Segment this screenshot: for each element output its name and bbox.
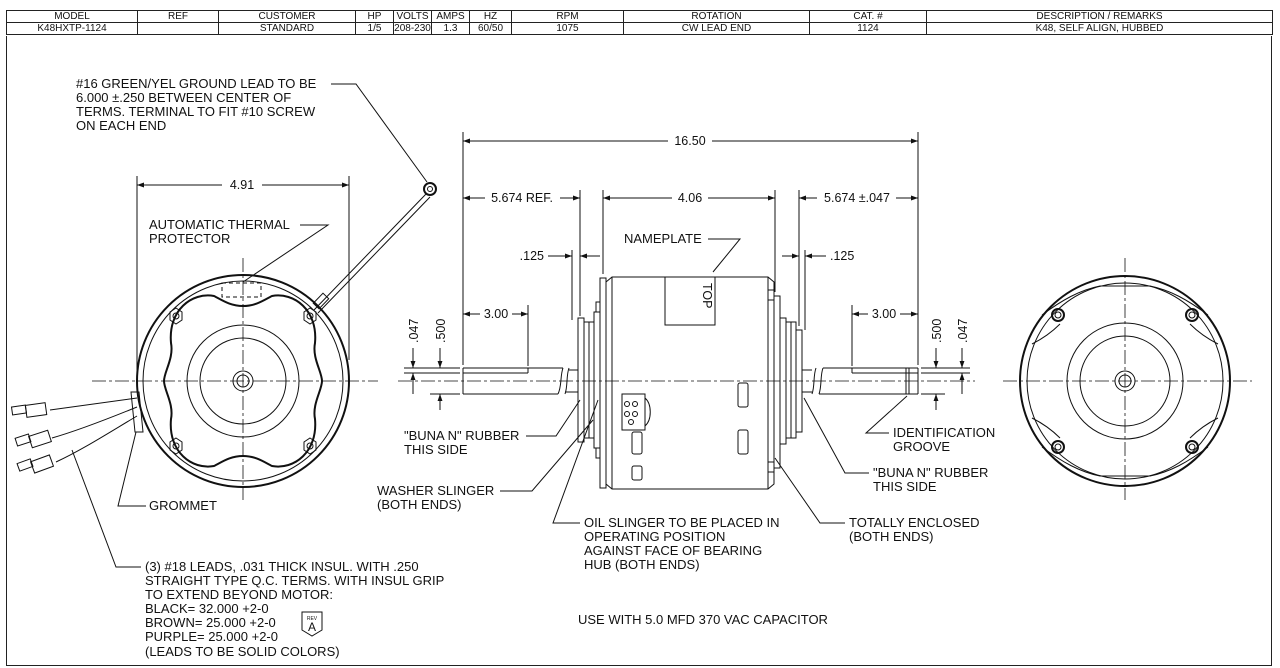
- totally-enclosed-note: TOTALLY ENCLOSED (BOTH ENDS): [774, 457, 980, 544]
- right-shaft: [802, 367, 919, 395]
- washer-slinger-note: WASHER SLINGER (BOTH ENDS): [377, 419, 594, 512]
- terminal-3: [16, 454, 55, 474]
- ground-lead-note-line-3: TERMS. TERMINAL TO FIT #10 SCREW: [76, 104, 316, 119]
- oil-slinger-line-1: OIL SLINGER TO BE PLACED IN: [584, 515, 780, 530]
- buna-left-line-1: "BUNA N" RUBBER: [404, 428, 519, 443]
- thermal-protector-outline: [221, 282, 262, 298]
- nameplate-note: NAMEPLATE: [624, 231, 742, 273]
- oil-slinger-line-3: AGAINST FACE OF BEARING: [584, 543, 762, 558]
- spec-value-row: K48HXTP-1124 STANDARD 1/5 208-230 1.3 60…: [6, 22, 1273, 35]
- left-shaft: [462, 367, 578, 395]
- thermal-protector-line-2: PROTECTOR: [149, 231, 230, 246]
- grommet-label: GROMMET: [149, 498, 217, 513]
- value-hz: 60/50: [469, 22, 512, 35]
- dim-right-shaft-dia: .500: [930, 319, 944, 343]
- dim-right-flat: 3.00: [872, 307, 896, 321]
- revision-label: REV: [307, 616, 318, 622]
- dim-right-step: .125: [830, 249, 854, 263]
- dim-left-step: .125: [520, 249, 544, 263]
- left-end-view: 4.91: [10, 176, 437, 500]
- thermal-protector-line-1: AUTOMATIC THERMAL: [149, 217, 290, 232]
- dim-right-shaft: 5.674 ±.047: [824, 191, 890, 205]
- buna-right-line-2: THIS SIDE: [873, 479, 937, 494]
- identification-groove-line-2: GROOVE: [893, 439, 950, 454]
- right-end-bolts: [1051, 308, 1199, 454]
- nameplate-label: NAMEPLATE: [624, 231, 702, 246]
- right-end-view: [1003, 258, 1252, 500]
- buna-left-note: "BUNA N" RUBBER THIS SIDE: [404, 399, 581, 457]
- leads-line-3: TO EXTEND BEYOND MOTOR:: [145, 587, 333, 602]
- leads-line-1: (3) #18 LEADS, .031 THICK INSUL. WITH .2…: [145, 559, 419, 574]
- dim-overall-length: 16.50: [674, 134, 705, 148]
- oil-slinger-line-4: HUB (BOTH ENDS): [584, 557, 700, 572]
- dim-end-view-width: 4.91: [230, 178, 254, 192]
- leads-note: (3) #18 LEADS, .031 THICK INSUL. WITH .2…: [71, 449, 444, 659]
- dim-body-length: 4.06: [678, 191, 702, 205]
- dim-left-shaft-dia: .500: [434, 319, 448, 343]
- revision-badge: REV A: [301, 611, 323, 637]
- oil-slinger-note: OIL SLINGER TO BE PLACED IN OPERATING PO…: [552, 399, 780, 572]
- value-volts: 208-230: [393, 22, 432, 35]
- motor-body: TOP: [605, 276, 775, 490]
- leads-line-7: (LEADS TO BE SOLID COLORS): [145, 644, 340, 659]
- ground-lead-note: #16 GREEN/YEL GROUND LEAD TO BE 6.000 ±.…: [76, 76, 428, 183]
- dim-right-flat-depth: .047: [956, 319, 970, 343]
- washer-slinger-line-1: WASHER SLINGER: [377, 483, 494, 498]
- drawing-frame: [6, 36, 1272, 666]
- thermal-protector-note: AUTOMATIC THERMAL PROTECTOR: [149, 217, 330, 283]
- totally-enclosed-line-2: (BOTH ENDS): [849, 529, 934, 544]
- terminal-2: [14, 429, 52, 449]
- oil-slinger-line-2: OPERATING POSITION: [584, 529, 725, 544]
- ground-lead-note-line-2: 6.000 ±.250 BETWEEN CENTER OF: [76, 90, 291, 105]
- left-end-bolts: [169, 307, 317, 455]
- ground-lead-note-line-1: #16 GREEN/YEL GROUND LEAD TO BE: [76, 76, 317, 91]
- left-end-bell: [577, 277, 607, 489]
- nameplate: [664, 276, 716, 326]
- dim-left-flat: 3.00: [484, 307, 508, 321]
- leads-line-2: STRAIGHT TYPE Q.C. TERMS. WITH INSUL GRI…: [145, 573, 444, 588]
- dim-left-flat-depth: .047: [407, 319, 421, 343]
- right-end-bell: [773, 295, 803, 469]
- leads-line-6: PURPLE= 25.000 +2-0: [145, 629, 278, 644]
- dim-left-shaft-ref: 5.674 REF.: [491, 191, 553, 205]
- capacitor-note: USE WITH 5.0 MFD 370 VAC CAPACITOR: [578, 612, 828, 627]
- buna-left-line-2: THIS SIDE: [404, 442, 468, 457]
- terminal-1: [10, 402, 48, 418]
- grommet-note: GROMMET: [117, 431, 217, 513]
- value-model: K48HXTP-1124: [6, 22, 138, 35]
- totally-enclosed-line-1: TOTALLY ENCLOSED: [849, 515, 980, 530]
- value-description: K48, SELF ALIGN, HUBBED: [926, 22, 1273, 35]
- grommet-shape: [130, 391, 144, 433]
- leads-line-4: BLACK= 32.000 +2-0: [145, 601, 269, 616]
- lead-wires: [10, 397, 138, 474]
- ground-lead-note-line-4: ON EACH END: [76, 118, 166, 133]
- value-rotation: CW LEAD END: [623, 22, 810, 35]
- washer-slinger-line-2: (BOTH ENDS): [377, 497, 462, 512]
- leads-line-5: BROWN= 25.000 +2-0: [145, 615, 276, 630]
- spec-header-row: MODEL REF CUSTOMER HP VOLTS AMPS HZ RPM …: [6, 10, 1273, 23]
- identification-groove-note: IDENTIFICATION GROOVE: [864, 395, 995, 454]
- identification-groove-line-1: IDENTIFICATION: [893, 425, 995, 440]
- nameplate-top-label: TOP: [700, 283, 714, 308]
- ground-lead: [312, 182, 437, 314]
- buna-right-note: "BUNA N" RUBBER THIS SIDE: [803, 397, 988, 494]
- conduit-box: [621, 393, 646, 431]
- side-view: TOP: [398, 132, 975, 490]
- specification-table: MODEL REF CUSTOMER HP VOLTS AMPS HZ RPM …: [6, 10, 1273, 35]
- revision-letter: A: [308, 620, 316, 634]
- buna-right-line-1: "BUNA N" RUBBER: [873, 465, 988, 480]
